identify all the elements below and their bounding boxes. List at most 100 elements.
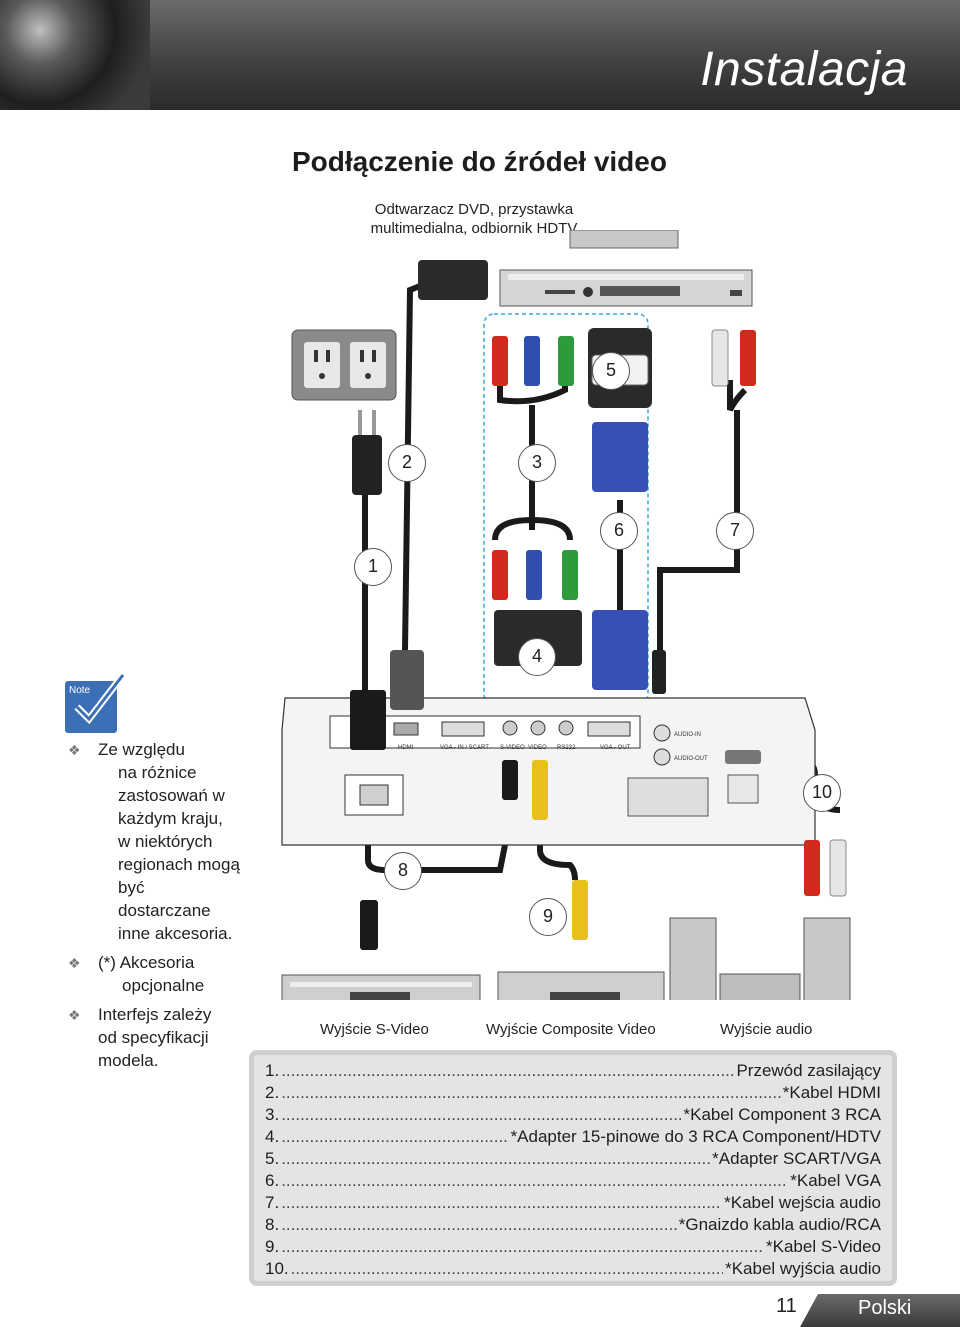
badge-6: 6 [600, 512, 638, 550]
legend-text: Przewód zasilający [736, 1061, 881, 1080]
badge-9: 9 [529, 898, 567, 936]
language-label: Polski [858, 1297, 912, 1319]
note-icon-label: Note [69, 685, 91, 696]
legend-text: *Kabel HDMI [782, 1083, 881, 1102]
note-item-line: każdym kraju, [118, 809, 223, 828]
legend-row: 4. *Adapter 15-pinowe do 3 RCA Component/… [265, 1126, 881, 1148]
legend-text: *Kabel wejścia audio [724, 1193, 881, 1212]
note-icon: Note [63, 672, 127, 735]
legend-leader [281, 1060, 734, 1082]
diamond-bullet-icon: ❖ [68, 1007, 81, 1023]
legend-number: 2. [265, 1083, 280, 1102]
legend-number: 5. [265, 1149, 280, 1168]
note-item-line: od specyfikacji [98, 1028, 209, 1047]
header-bar: Instalacja [0, 0, 960, 110]
badge-8: 8 [384, 852, 422, 890]
note-item-line: być dostarczane [118, 878, 211, 920]
page-title: Podłączenie do źródeł video [292, 146, 667, 177]
note-item: ❖ Ze względu na różnice zastosowań w każ… [66, 738, 241, 945]
legend-number: 7. [265, 1193, 280, 1212]
legend-row: 7. *Kabel wejścia audio [265, 1192, 881, 1214]
legend-text: *Adapter SCART/VGA [712, 1149, 881, 1168]
note-item-line: modela. [98, 1051, 159, 1070]
badge-7: 7 [716, 512, 754, 550]
port-label-hdmi: HDMI [398, 745, 414, 751]
note-item: ❖ (*) Akcesoria opcjonalne [66, 951, 241, 997]
legend-number: 1. [265, 1061, 280, 1080]
legend-number: 6. [265, 1171, 280, 1190]
legend-leader [281, 1236, 764, 1258]
legend-row: 6. *Kabel VGA [265, 1170, 881, 1192]
legend-leader [281, 1148, 710, 1170]
legend-number: 10. [265, 1259, 289, 1278]
port-label-audio-in: AUDIO-IN [674, 732, 701, 738]
legend-leader [281, 1192, 722, 1214]
legend-text: *Kabel S-Video [766, 1237, 881, 1256]
connection-diagram: HDMI VGA - IN / SCART S-VIDEO VIDEO RS23… [281, 230, 851, 1000]
legend-row: 2. *Kabel HDMI [265, 1082, 881, 1104]
note-item-line: na różnice [118, 763, 197, 782]
legend-leader [281, 1126, 508, 1148]
note-item-first-line: Interfejs zależy [98, 1005, 212, 1024]
page-number: 11 [776, 1295, 797, 1317]
note-item-first-line: (*) Akcesoria [98, 953, 195, 972]
diamond-bullet-icon: ❖ [68, 742, 81, 758]
port-label-audio-out: AUDIO-OUT [674, 756, 708, 762]
badge-2: 2 [388, 444, 426, 482]
legend-text: *Adapter 15-pinowe do 3 RCA Component/HD… [510, 1127, 881, 1146]
legend-text: *Gnaizdo kabla audio/RCA [678, 1215, 881, 1234]
note-item-first-line: Ze względu [98, 740, 185, 759]
note-item-line: inne akcesoria. [118, 924, 233, 943]
dvd-player-image [499, 230, 753, 307]
legend-leader [281, 1170, 788, 1192]
legend-row: 10. *Kabel wyjścia audio [265, 1258, 881, 1280]
badge-3: 3 [518, 444, 556, 482]
note-item-line: regionach mogą [118, 855, 240, 874]
badge-4: 4 [518, 638, 556, 676]
svideo-output-label: Wyjście S-Video [320, 1021, 429, 1038]
port-label-vga-in: VGA - IN / SCART [440, 745, 489, 751]
legend-row: 1. Przewód zasilający [265, 1060, 881, 1082]
note-list: ❖ Ze względu na różnice zastosowań w każ… [66, 738, 241, 1078]
dvd-caption-line-1: Odtwarzacz DVD, przystawka [374, 201, 574, 218]
legend-leader [291, 1258, 723, 1280]
port-label-vga-out: VGA - OUT [600, 745, 631, 751]
legend-row: 9. *Kabel S-Video [265, 1236, 881, 1258]
legend-leader [281, 1082, 781, 1104]
note-item-line: opcjonalne [122, 976, 205, 995]
wall-outlet-image [291, 329, 397, 401]
composite-source-device-image [497, 971, 665, 1000]
legend-text: *Kabel wyjścia audio [725, 1259, 881, 1278]
legend-number: 8. [265, 1215, 280, 1234]
badge-1: 1 [354, 548, 392, 586]
legend-number: 9. [265, 1237, 280, 1256]
dvd-player-caption: Odtwarzacz DVD, przystawka multimedialna… [364, 200, 584, 238]
cable-legend: 1. Przewód zasilający 2. *Kabel HDMI 3. *Ka… [249, 1050, 897, 1286]
legend-leader [281, 1104, 681, 1126]
port-label-video: VIDEO [528, 745, 547, 751]
header-title: Instalacja [700, 43, 908, 96]
projector-lens-image [0, 0, 150, 110]
audio-system-image [669, 917, 851, 1000]
legend-row: 8. *Gnaizdo kabla audio/RCA [265, 1214, 881, 1236]
legend-text: *Kabel Component 3 RCA [683, 1105, 881, 1124]
dvd-caption-line-2: multimedialna, odbiornik HDTV [370, 220, 578, 237]
port-label-svideo: S-VIDEO [500, 745, 525, 751]
port-label-rs232: RS232 [557, 745, 576, 751]
language-tab [800, 1294, 960, 1327]
audio-output-label: Wyjście audio [720, 1021, 813, 1038]
legend-row: 5. *Adapter SCART/VGA [265, 1148, 881, 1170]
note-item-line: w niektórych [118, 832, 213, 851]
note-item: ❖ Interfejs zależy od specyfikacji model… [66, 1003, 241, 1072]
note-item-line: zastosowań w [118, 786, 225, 805]
composite-output-label: Wyjście Composite Video [486, 1021, 656, 1038]
legend-leader [281, 1214, 677, 1236]
diamond-bullet-icon: ❖ [68, 955, 81, 971]
legend-text: *Kabel VGA [790, 1171, 881, 1190]
badge-10: 10 [803, 774, 841, 812]
badge-5: 5 [592, 352, 630, 390]
legend-row: 3. *Kabel Component 3 RCA [265, 1104, 881, 1126]
legend-number: 4. [265, 1127, 280, 1146]
legend-number: 3. [265, 1105, 280, 1124]
svideo-source-device-image [281, 974, 481, 1000]
